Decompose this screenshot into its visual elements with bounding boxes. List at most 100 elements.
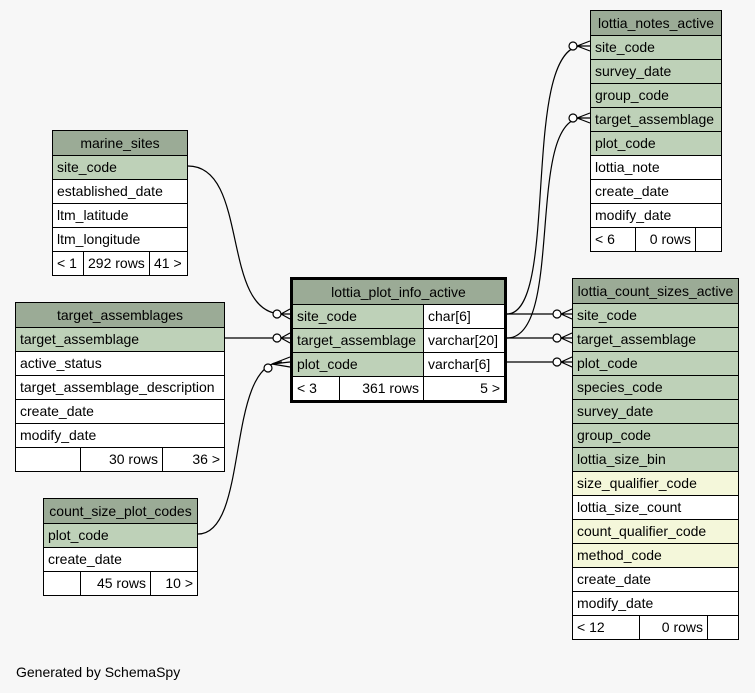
column-name: lottia_note bbox=[595, 159, 660, 175]
children-link[interactable] bbox=[695, 228, 721, 251]
column-row: established_date bbox=[53, 179, 187, 203]
table-name: lottia_count_sizes_active bbox=[577, 282, 734, 299]
table-name: lottia_plot_info_active bbox=[331, 283, 466, 300]
table-header[interactable]: count_size_plot_codes bbox=[44, 499, 197, 523]
table-name: marine_sites bbox=[80, 134, 160, 151]
column-name: modify_date bbox=[577, 595, 654, 611]
table-footer: 30 rows 36 > bbox=[16, 447, 224, 471]
column-row: ltm_latitude bbox=[53, 203, 187, 227]
column-row: method_code bbox=[573, 543, 738, 567]
parents-link[interactable]: < 12 bbox=[577, 619, 605, 635]
column-name: site_code bbox=[57, 159, 117, 175]
link-marine-sites-site-code bbox=[187, 165, 283, 315]
column-row: site_code char[6] bbox=[293, 304, 504, 328]
table-footer: 45 rows 10 > bbox=[44, 571, 197, 595]
column-name: target_assemblage bbox=[577, 331, 697, 347]
column-row: plot_code bbox=[44, 523, 197, 547]
parents-link[interactable]: < 6 bbox=[595, 231, 615, 247]
children-link[interactable]: 5 > bbox=[423, 377, 504, 400]
table-marine-sites[interactable]: marine_sites site_code established_date … bbox=[52, 130, 188, 276]
column-name: plot_code bbox=[595, 135, 656, 151]
table-footer: < 6 0 rows bbox=[591, 227, 721, 251]
column-name: target_assemblage_description bbox=[20, 379, 215, 395]
column-row: group_code bbox=[573, 423, 738, 447]
column-name: established_date bbox=[57, 183, 163, 199]
row-count: 30 rows bbox=[80, 448, 162, 471]
column-row: site_code bbox=[573, 303, 738, 327]
column-name: method_code bbox=[577, 547, 662, 563]
crowfoot-circle bbox=[568, 113, 578, 123]
column-name: size_qualifier_code bbox=[577, 475, 697, 491]
crowfoot-mark bbox=[271, 356, 291, 368]
parents-link[interactable] bbox=[16, 448, 80, 471]
children-link[interactable] bbox=[707, 616, 738, 639]
table-lottia-count-sizes-active[interactable]: lottia_count_sizes_active site_code targ… bbox=[572, 278, 739, 640]
row-count: 45 rows bbox=[80, 572, 150, 595]
table-target-assemblages[interactable]: target_assemblages target_assemblage act… bbox=[15, 302, 225, 472]
column-name: create_date bbox=[577, 571, 651, 587]
crowfoot-circle bbox=[272, 309, 282, 319]
column-row: species_code bbox=[573, 375, 738, 399]
column-row: create_date bbox=[591, 179, 721, 203]
column-row: plot_code bbox=[591, 131, 721, 155]
table-header[interactable]: lottia_count_sizes_active bbox=[573, 279, 738, 303]
column-row: survey_date bbox=[573, 399, 738, 423]
column-row: site_code bbox=[591, 35, 721, 59]
row-count: 361 rows bbox=[339, 377, 423, 400]
children-link[interactable]: 10 > bbox=[150, 572, 197, 595]
table-header[interactable]: target_assemblages bbox=[16, 303, 224, 327]
column-name: ltm_longitude bbox=[57, 231, 141, 247]
column-row: target_assemblage bbox=[591, 107, 721, 131]
column-name: target_assemblage bbox=[297, 332, 417, 348]
table-name: count_size_plot_codes bbox=[49, 502, 192, 519]
link-notes-target-assemblage bbox=[506, 117, 583, 339]
column-row: size_qualifier_code bbox=[573, 471, 738, 495]
crowfoot-mark bbox=[576, 112, 591, 124]
row-count: 292 rows bbox=[83, 252, 149, 275]
table-name: target_assemblages bbox=[56, 306, 184, 323]
table-count-size-plot-codes[interactable]: count_size_plot_codes plot_code create_d… bbox=[43, 498, 198, 596]
column-name: create_date bbox=[595, 183, 669, 199]
children-link[interactable]: 41 > bbox=[149, 252, 187, 275]
table-lottia-plot-info-active[interactable]: lottia_plot_info_active site_code char[6… bbox=[290, 277, 507, 403]
parents-link[interactable] bbox=[44, 572, 80, 595]
column-name: ltm_latitude bbox=[57, 207, 129, 223]
column-name: site_code bbox=[297, 308, 357, 324]
row-count: 0 rows bbox=[635, 228, 695, 251]
column-name: modify_date bbox=[595, 207, 672, 223]
column-type: char[6] bbox=[423, 305, 504, 328]
column-row: survey_date bbox=[591, 59, 721, 83]
children-link[interactable]: 36 > bbox=[162, 448, 224, 471]
column-row: target_assemblage bbox=[573, 327, 738, 351]
column-row: modify_date bbox=[573, 591, 738, 615]
crowfoot-mark bbox=[280, 308, 291, 320]
crowfoot-mark bbox=[576, 40, 591, 52]
column-name: site_code bbox=[577, 307, 637, 323]
column-name: lottia_size_count bbox=[577, 499, 682, 515]
column-row: count_qualifier_code bbox=[573, 519, 738, 543]
column-row: create_date bbox=[44, 547, 197, 571]
column-name: plot_code bbox=[577, 355, 638, 371]
table-header[interactable]: marine_sites bbox=[53, 131, 187, 155]
parents-link[interactable]: < 1 bbox=[57, 255, 77, 271]
parents-link[interactable]: < 3 bbox=[297, 380, 317, 396]
crowfoot-mark bbox=[560, 308, 573, 320]
column-name: modify_date bbox=[20, 427, 97, 443]
column-row: group_code bbox=[591, 83, 721, 107]
column-name: group_code bbox=[577, 427, 651, 443]
table-header[interactable]: lottia_plot_info_active bbox=[293, 280, 504, 304]
crowfoot-circle bbox=[272, 333, 282, 343]
column-row: site_code bbox=[53, 155, 187, 179]
column-row: lottia_size_count bbox=[573, 495, 738, 519]
link-notes-site-code bbox=[506, 45, 583, 315]
table-header[interactable]: lottia_notes_active bbox=[591, 11, 721, 35]
table-footer: < 3 361 rows 5 > bbox=[293, 376, 504, 400]
column-type: varchar[20] bbox=[423, 329, 504, 352]
column-name: group_code bbox=[595, 87, 669, 103]
column-name: target_assemblage bbox=[20, 331, 140, 347]
table-lottia-notes-active[interactable]: lottia_notes_active site_code survey_dat… bbox=[590, 10, 722, 252]
crowfoot-mark bbox=[560, 332, 573, 344]
crowfoot-circle bbox=[552, 357, 562, 367]
column-row: create_date bbox=[573, 567, 738, 591]
column-row: plot_code varchar[6] bbox=[293, 352, 504, 376]
